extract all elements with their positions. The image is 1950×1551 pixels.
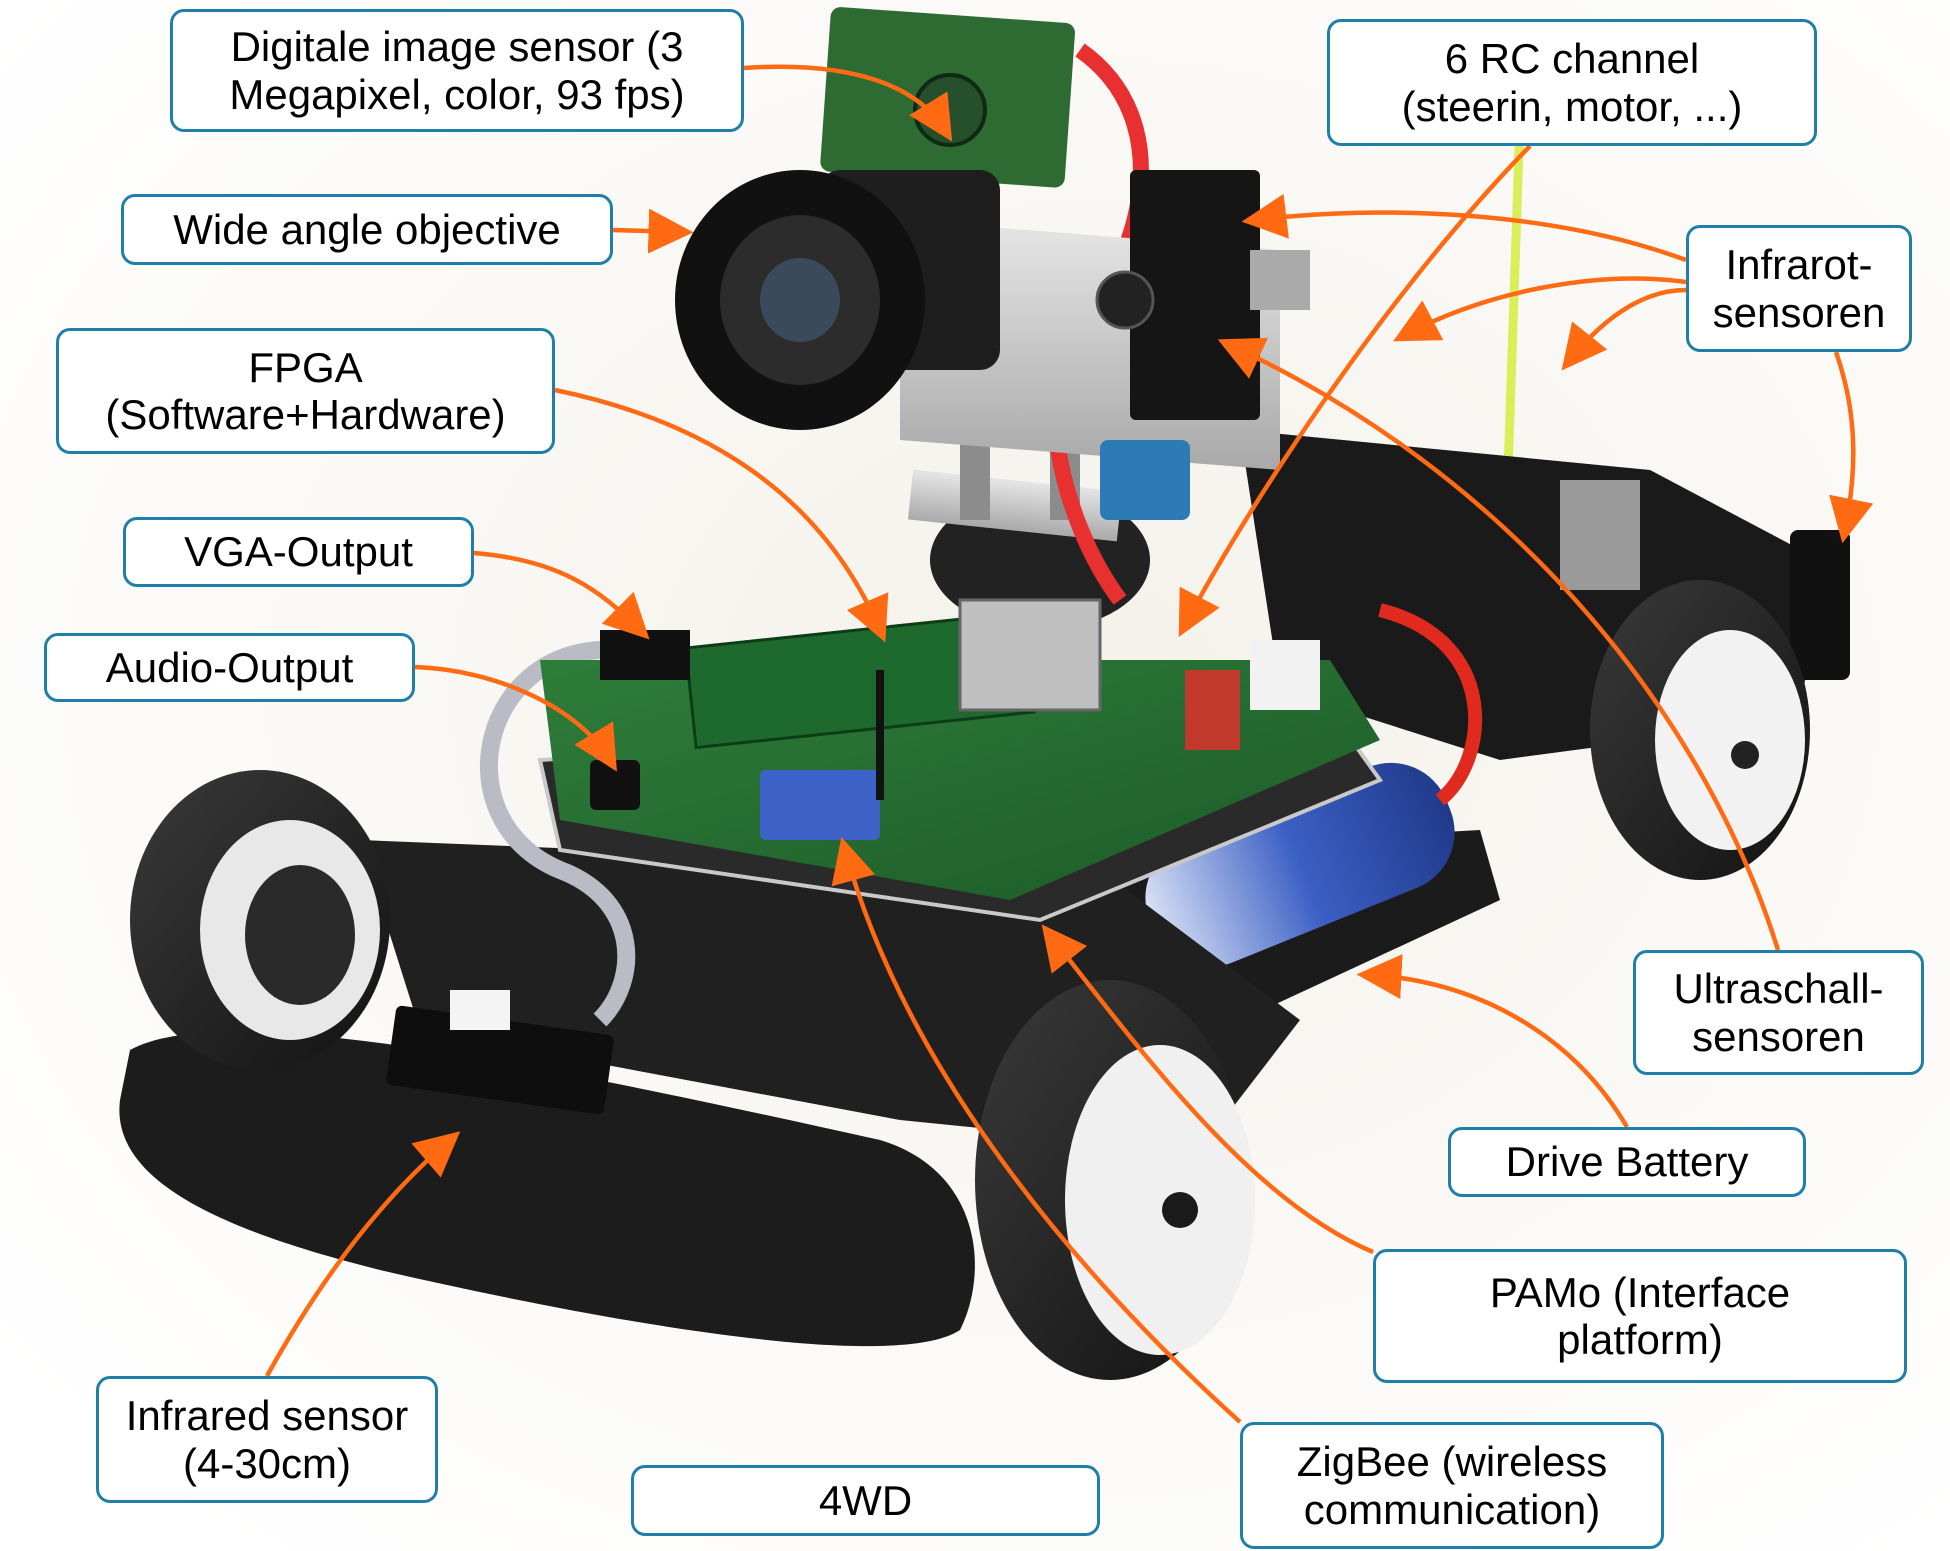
callout-ultraschall-sensoren: Ultraschall- sensoren: [1633, 950, 1924, 1075]
front-bumper: [119, 1031, 975, 1347]
callout-line: Drive Battery: [1505, 1138, 1749, 1186]
callout-zigbee: ZigBee (wireless communication): [1240, 1422, 1664, 1549]
rear-ir-sensor: [1790, 530, 1850, 680]
camera-post-left: [960, 440, 990, 520]
callout-line: sensoren: [1692, 1012, 1865, 1060]
callout-line: 4WD: [818, 1476, 913, 1524]
servo: [1100, 440, 1190, 520]
callout-line: Ultraschall-: [1673, 965, 1884, 1013]
small-camera: [1095, 270, 1155, 330]
callout-line: Megapixel, color, 93 fps): [229, 70, 685, 118]
callout-line: communication): [1303, 1485, 1601, 1533]
callout-drive-battery: Drive Battery: [1448, 1127, 1806, 1197]
callout-line: (4-30cm): [182, 1439, 352, 1487]
callout-infrared-sensor: Infrared sensor (4-30cm): [96, 1376, 438, 1503]
callout-rc-channel: 6 RC channel (steerin, motor, ...): [1327, 19, 1817, 146]
callout-line: sensoren: [1712, 288, 1886, 336]
sensor-chip: [913, 73, 987, 147]
wide-angle-lens: [675, 170, 1000, 430]
ethernet-port: [958, 598, 1102, 712]
callout-line: PAMo (Interface: [1489, 1268, 1791, 1316]
zigbee-module: [760, 770, 880, 840]
white-connector: [1250, 640, 1320, 710]
front-connector: [450, 990, 510, 1030]
vga-port: [600, 630, 690, 680]
callout-line: 6 RC channel: [1444, 35, 1700, 83]
callout-line: platform): [1557, 1316, 1723, 1363]
callout-line: Audio-Output: [105, 643, 354, 691]
callout-fpga: FPGA (Software+Hardware): [56, 328, 555, 454]
rear-ir-mount: [1250, 250, 1310, 310]
rear-right-wheel: [1590, 580, 1810, 880]
front-ir-sensor: [386, 1005, 614, 1115]
callout-line: (steerin, motor, ...): [1401, 82, 1743, 130]
callout-image-sensor: Digitale image sensor (3 Megapixel, colo…: [170, 9, 744, 132]
toggle-switch: [1185, 670, 1240, 750]
callout-line: Digitale image sensor (3: [230, 23, 684, 71]
callout-4wd: 4WD: [631, 1465, 1100, 1536]
callout-line: (Software+Hardware): [105, 391, 506, 438]
callout-wide-angle: Wide angle objective: [121, 194, 613, 265]
callout-line: Infrared sensor: [125, 1392, 409, 1440]
front-left-wheel: [130, 770, 390, 1070]
audio-jack: [590, 760, 640, 810]
callout-line: VGA-Output: [184, 528, 413, 576]
callout-vga-output: VGA-Output: [123, 517, 474, 587]
callout-line: Wide angle objective: [173, 205, 561, 253]
callout-pamo: PAMo (Interface platform): [1373, 1249, 1907, 1383]
callout-infrarot-sensoren: Infrarot- sensoren: [1686, 225, 1912, 352]
callout-audio-output: Audio-Output: [44, 633, 415, 702]
rear-bracket: [1560, 480, 1640, 590]
callout-line: Infrarot-: [1725, 241, 1873, 289]
callout-line: ZigBee (wireless: [1296, 1438, 1608, 1486]
callout-line: FPGA: [248, 343, 363, 391]
